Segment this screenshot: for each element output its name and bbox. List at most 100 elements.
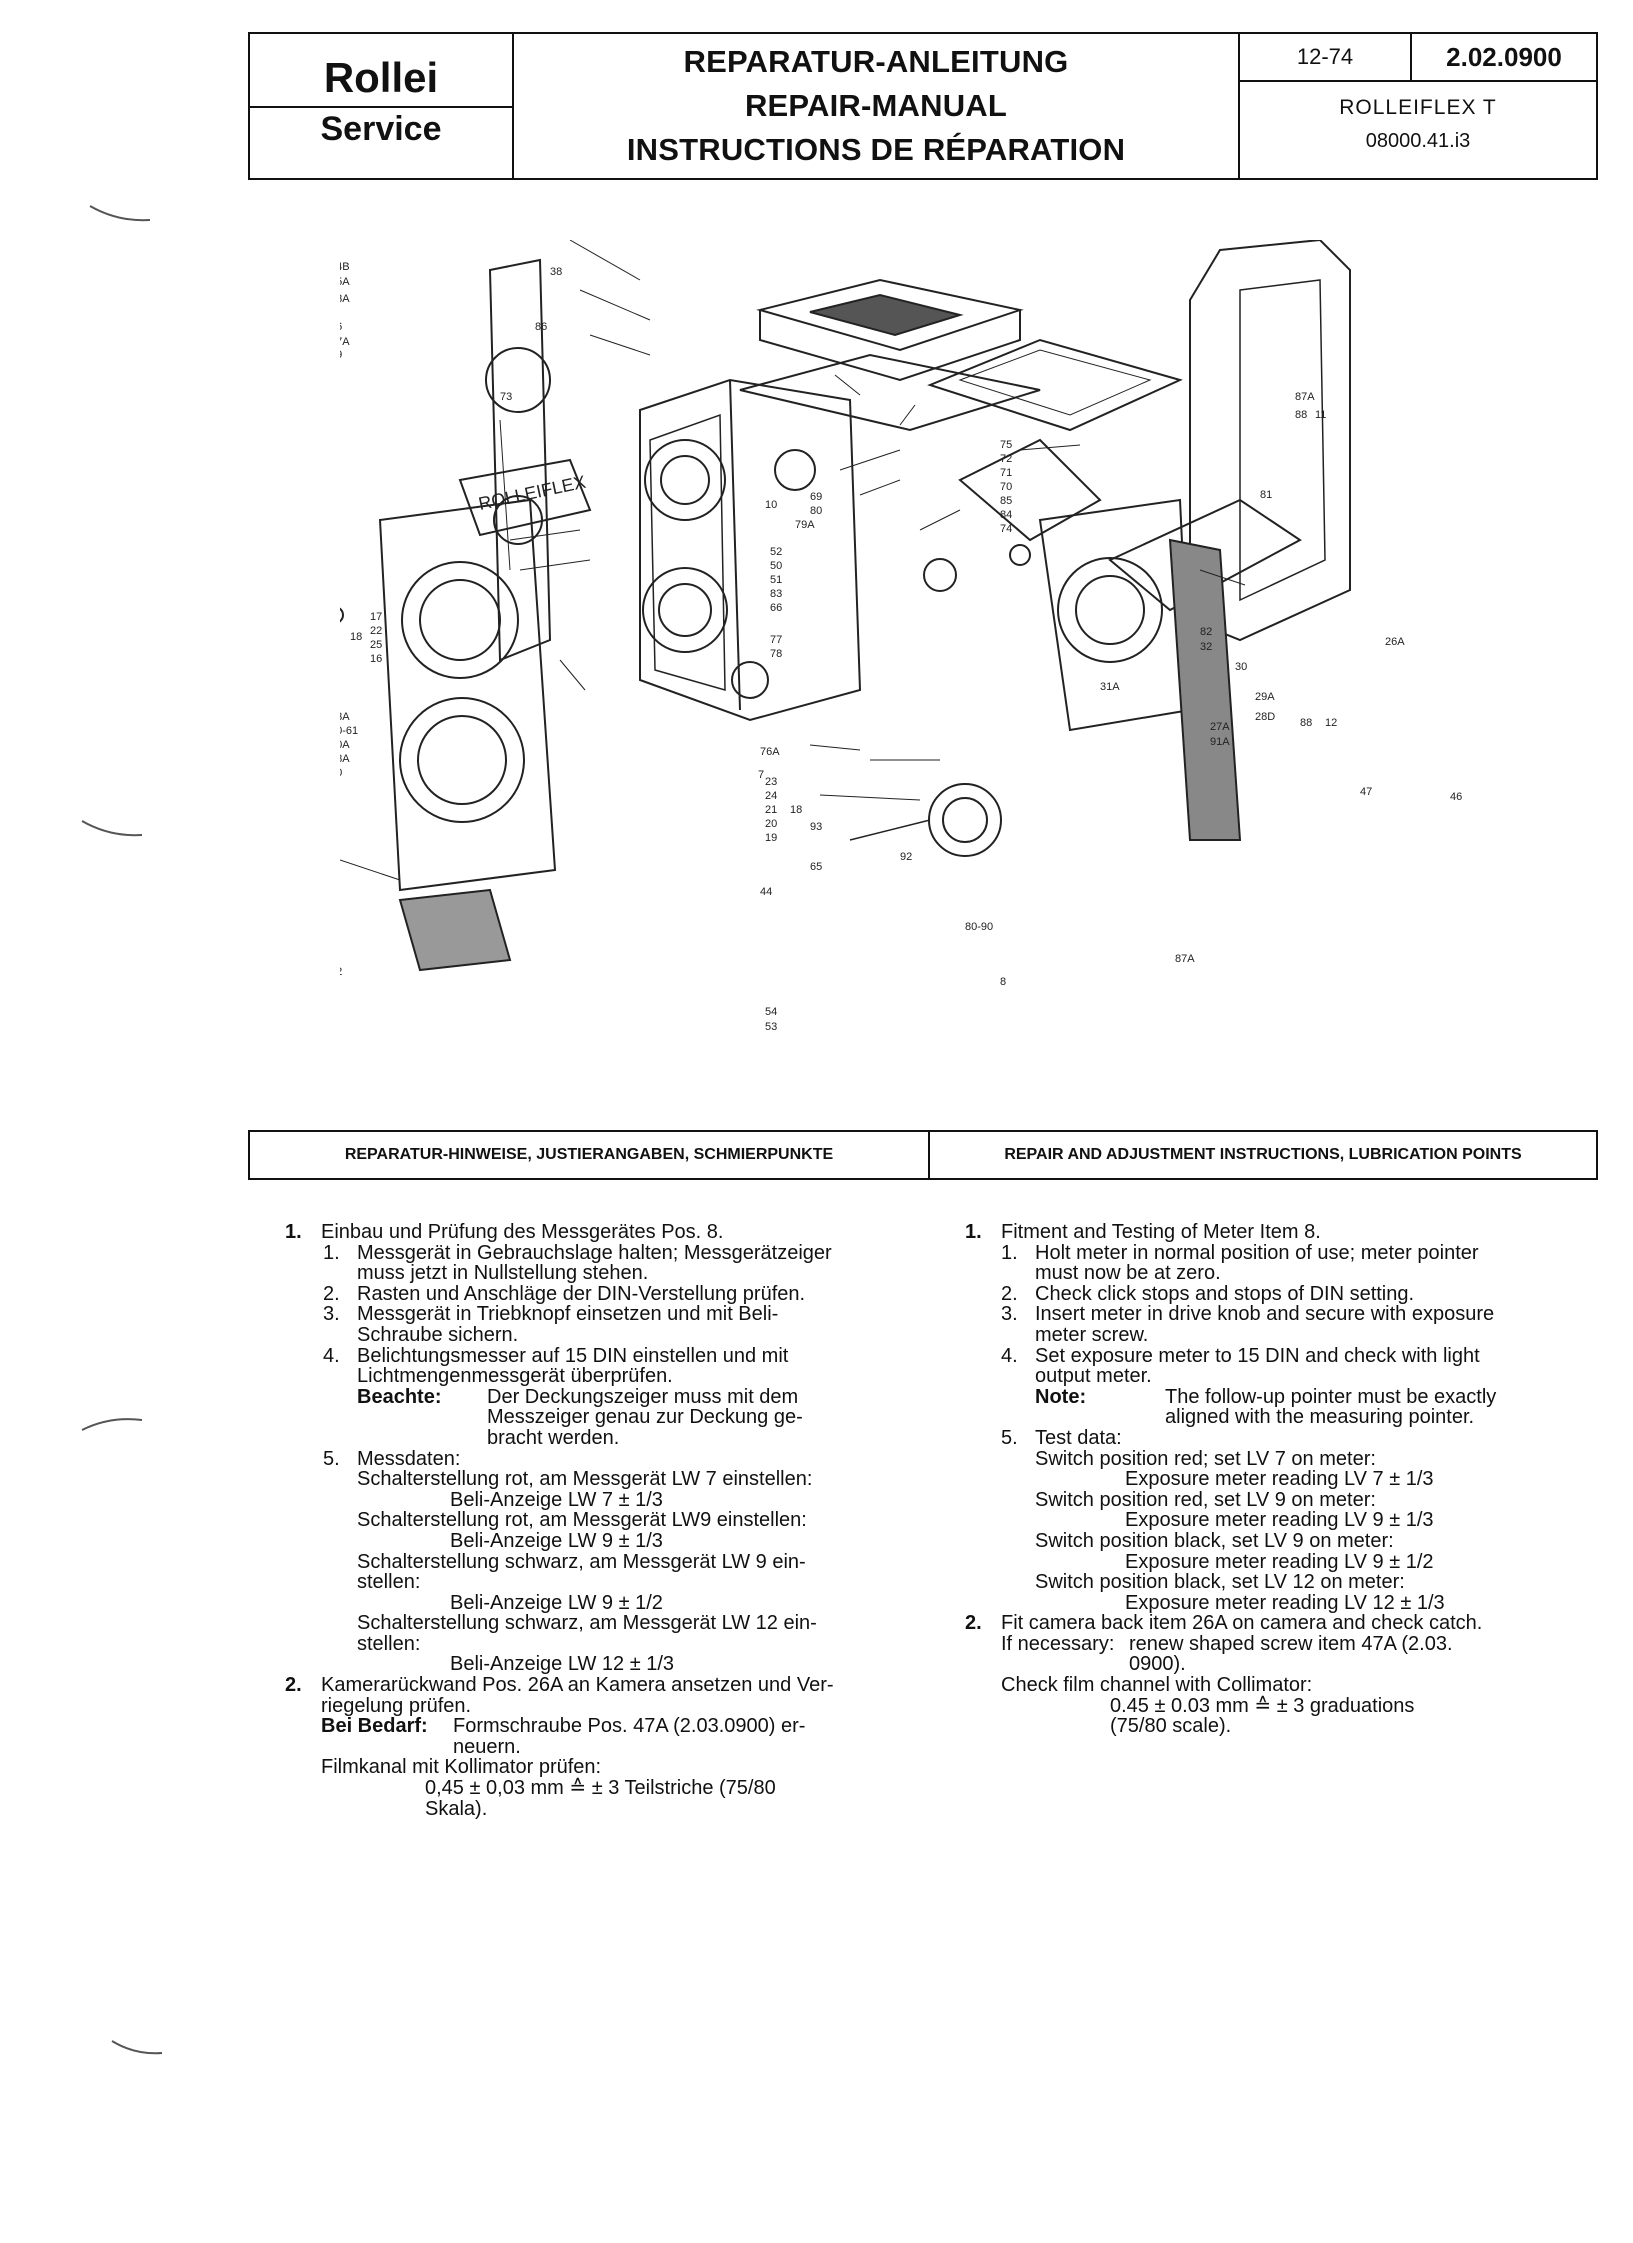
part-callout: 88	[1295, 409, 1307, 421]
part-callout: 85	[1000, 495, 1012, 507]
id-cell: 12-74 2.02.0900 ROLLEIFLEX T 08000.41.i3	[1240, 34, 1596, 178]
part-callout: 76A	[760, 746, 780, 758]
part-callout: 60-61	[340, 725, 358, 737]
instruction-item: Switch position black, set LV 12 on mete…	[1035, 1572, 1565, 1593]
instruction-item: 2.Check click stops and stops of DIN set…	[1001, 1284, 1565, 1305]
item-text: Check click stops and stops of DIN setti…	[1035, 1282, 1415, 1305]
part-callout: 50	[770, 560, 782, 572]
part-callout: 84	[1000, 509, 1012, 521]
item-text: Einbau und Prüfung des Messgerätes Pos. …	[321, 1221, 724, 1243]
part-callout: 34B	[340, 261, 350, 273]
part-callout: 66	[770, 602, 782, 614]
instruction-item: 2.Rasten und Anschläge der DIN-Verstellu…	[323, 1284, 890, 1305]
instruction-item: Note:The follow-up pointer must be exact…	[1035, 1386, 1565, 1428]
item-number: 5.	[323, 1447, 340, 1470]
item-number: 5.	[1001, 1426, 1018, 1449]
part-callout: 35A	[340, 276, 350, 288]
item-number: 1.	[323, 1241, 340, 1264]
instruction-item: 4.Set exposure meter to 15 DIN and check…	[1001, 1344, 1565, 1388]
part-callout: 53	[765, 1021, 777, 1033]
item-text: Switch position red, set LV 9 on meter:	[1035, 1488, 1376, 1511]
item-text: Switch position black, set LV 12 on mete…	[1035, 1571, 1405, 1594]
item-text: Beli-Anzeige LW 9 ± 1/3	[450, 1529, 663, 1552]
item-text: Exposure meter reading LV 12 ± 1/3	[1125, 1591, 1445, 1614]
logo-cell: Rollei Service	[250, 34, 514, 178]
part-callout: 87A	[1175, 953, 1195, 965]
viewing-lens	[644, 439, 726, 521]
margin-mark	[81, 820, 143, 837]
instruction-item: 4.Belichtungsmesser auf 15 DIN einstelle…	[323, 1344, 890, 1388]
item-text: Der Deckungszeiger muss mit dem Messzeig…	[487, 1385, 803, 1449]
part-callout: 87A	[1295, 391, 1315, 403]
title-cell: REPARATUR-ANLEITUNG REPAIR-MANUAL INSTRU…	[514, 34, 1240, 178]
part-callout: 86	[535, 321, 547, 333]
part-callout: 79A	[795, 519, 815, 531]
side-leatherette	[1168, 538, 1242, 841]
instruction-item: Check film channel with Collimator:	[1001, 1675, 1565, 1696]
part-callout: 42	[340, 966, 342, 978]
item-text: Belichtungsmesser auf 15 DIN einstellen …	[357, 1344, 789, 1388]
instruction-item: Schalterstellung rot, am Messgerät LW9 e…	[357, 1510, 890, 1531]
english-instructions: 1.Fitment and Testing of Meter Item 8.1.…	[965, 1222, 1565, 1737]
item-number: If necessary:	[1001, 1632, 1115, 1655]
instruction-item: 3.Insert meter in drive knob and secure …	[1001, 1304, 1565, 1345]
title-english: REPAIR-MANUAL	[744, 88, 1008, 123]
item-text: Fit camera back item 26A on camera and c…	[1001, 1612, 1483, 1635]
focusing-knob	[774, 449, 816, 491]
part-callout: 20	[765, 818, 777, 830]
item-text: Switch position red; set LV 7 on meter:	[1035, 1447, 1376, 1470]
instruction-item: If necessary:renew shaped screw item 47A…	[1001, 1634, 1565, 1675]
instruction-item: Switch position red, set LV 9 on meter:	[1035, 1490, 1565, 1511]
part-callout: 60A	[340, 739, 350, 751]
item-text: Schalterstellung schwarz, am Messgerät L…	[357, 1550, 806, 1594]
part-callout: 70	[1000, 481, 1012, 493]
part-code: 08000.41.i3	[1365, 130, 1471, 152]
item-text: Beli-Anzeige LW 7 ± 1/3	[450, 1488, 663, 1511]
service-label: Service	[320, 110, 442, 148]
part-callout: 8	[1000, 976, 1006, 988]
part-callout: 77	[770, 634, 782, 646]
instruction-item: Filmkanal mit Kollimator prüfen:	[321, 1757, 890, 1778]
part-callout: 12	[1325, 717, 1337, 729]
part-callout: 72	[1000, 453, 1012, 465]
item-text: Fitment and Testing of Meter Item 8.	[1001, 1221, 1321, 1243]
item-text: Filmkanal mit Kollimator prüfen:	[321, 1756, 602, 1779]
item-number: 1.	[1001, 1241, 1018, 1264]
instruction-item: Schalterstellung schwarz, am Messgerät L…	[357, 1550, 890, 1594]
part-callout: 49	[340, 349, 342, 361]
part-callout: 32	[1200, 641, 1212, 653]
part-callout: 51	[770, 574, 782, 586]
item-number: 2.	[285, 1674, 302, 1697]
part-callout: 92	[900, 851, 912, 863]
instruction-item: 3.Messgerät in Triebknopf einsetzen und …	[323, 1304, 890, 1345]
part-callout: 81	[1260, 489, 1272, 501]
item-text: Messdaten:	[357, 1447, 461, 1470]
part-callout: 24	[765, 790, 777, 802]
instruction-item: 2. Kamerarückwand Pos. 26A an Kamera anse…	[285, 1675, 890, 1716]
item-text: Insert meter in drive knob and secure wi…	[1035, 1303, 1495, 1346]
item-text: Kamerarückwand Pos. 26A an Kamera ansetz…	[321, 1674, 834, 1717]
item-text: Test data:	[1035, 1426, 1122, 1449]
camera-model: ROLLEIFLEX T	[1339, 96, 1497, 119]
part-callout: 44	[760, 886, 772, 898]
item-number: Beachte:	[357, 1385, 442, 1408]
part-callout: 75	[1000, 439, 1012, 451]
item-text: Exposure meter reading LV 9 ± 1/2	[1125, 1550, 1434, 1573]
meter-knob	[923, 558, 957, 592]
instruction-item: Switch position red; set LV 7 on meter:	[1035, 1447, 1565, 1470]
camera-back	[1189, 240, 1351, 642]
part-callout: 26A	[1385, 636, 1405, 648]
margin-mark	[81, 1418, 143, 1431]
item-text: Formschraube Pos. 47A (2.03.0900) er- ne…	[453, 1715, 806, 1758]
margin-mark	[89, 205, 151, 222]
part-callout: 10	[765, 499, 777, 511]
part-callout: 93	[810, 821, 822, 833]
pressure-plate	[1108, 498, 1302, 612]
part-callout: 7	[758, 769, 764, 781]
item-text: Set exposure meter to 15 DIN and check w…	[1035, 1344, 1480, 1388]
part-callout: 33A	[340, 293, 350, 305]
part-callout: 65	[810, 861, 822, 873]
part-callout: 30	[1235, 661, 1247, 673]
item-text: Beli-Anzeige LW 12 ± 1/3	[450, 1653, 675, 1676]
item-text: 0,45 ± 0,03 mm ≙ ± 3 Teilstriche (75/80 …	[425, 1777, 776, 1820]
